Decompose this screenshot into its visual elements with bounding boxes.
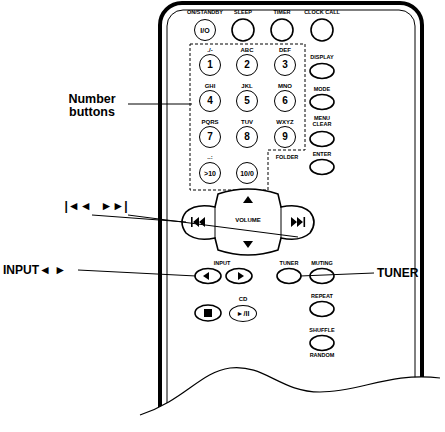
- input-right-button: [226, 269, 252, 284]
- button-caption: PQRS: [201, 119, 218, 125]
- button-label: 8: [244, 132, 250, 142]
- button-label: >10: [204, 170, 216, 177]
- menu-button: [310, 132, 334, 147]
- number-button: 10/0: [236, 162, 258, 184]
- play-pause-button: ►/II: [229, 305, 257, 322]
- button-caption: JKL: [241, 83, 252, 89]
- pad-divider: [281, 207, 282, 238]
- tuner-button: [277, 269, 301, 284]
- button-caption: ON/STANDBY: [187, 10, 223, 16]
- number-button: 2: [236, 54, 258, 76]
- button-caption: DEF: [279, 47, 291, 53]
- number-button: 7: [199, 126, 221, 148]
- stop-symbol: [204, 309, 212, 317]
- number-area-outline: [190, 44, 305, 190]
- button-label: 4: [207, 96, 213, 106]
- button-caption: MENU CLEAR: [308, 116, 336, 128]
- number-button: 9: [274, 126, 296, 148]
- shuffle-button: [310, 336, 334, 351]
- button-caption: GHI: [205, 83, 216, 89]
- display-button: [310, 64, 334, 79]
- number-button: 4: [199, 90, 221, 112]
- number-button: 5: [236, 90, 258, 112]
- button-caption: MUTING: [311, 261, 333, 267]
- muting-button: [310, 269, 334, 284]
- callout-label: |◄◄: [64, 200, 91, 213]
- callout-label: TUNER: [377, 267, 418, 280]
- button-caption: WXYZ: [276, 119, 293, 125]
- button-caption: ABC: [241, 47, 254, 53]
- button-label: 6: [282, 96, 288, 106]
- input-right-symbol: [238, 272, 244, 280]
- button-caption: TIMER: [273, 10, 290, 16]
- button-caption: SHUFFLE: [309, 328, 334, 334]
- button-label: 9: [282, 132, 288, 142]
- button-caption: TUV: [241, 119, 253, 125]
- mode-button: [310, 95, 334, 110]
- leader-line: [128, 215, 298, 237]
- skip-forward-symbol: [304, 217, 306, 227]
- button-caption: INPUT: [214, 261, 231, 267]
- button-label: 1: [207, 60, 213, 70]
- number-button: 1: [199, 54, 221, 76]
- leader-line: [300, 273, 374, 276]
- sleep-button: [232, 19, 254, 41]
- repeat-button: [310, 302, 334, 317]
- input-left-symbol: [203, 272, 209, 280]
- cut-edge: [140, 368, 440, 415]
- pad-divider: [215, 207, 216, 238]
- button-caption: SLEEP: [234, 10, 252, 16]
- button-caption: TUNER: [280, 261, 299, 267]
- volume-down-symbol: [243, 241, 253, 248]
- remote-body: [160, 3, 422, 432]
- button-label: 2: [244, 60, 250, 70]
- skip-back-symbol: [191, 217, 193, 227]
- button-label: 7: [207, 132, 213, 142]
- callout-label: ►►|: [100, 200, 127, 213]
- stop-button: [195, 305, 221, 321]
- leader-line: [78, 270, 196, 276]
- leader-line: [128, 104, 192, 105]
- volume-up-symbol: [243, 196, 253, 203]
- button-label: ►/II: [237, 310, 250, 317]
- button-caption: ./-: [207, 47, 212, 53]
- cut-away: [140, 368, 440, 432]
- button-caption: ENTER: [313, 152, 332, 158]
- button-label: I/O: [200, 27, 209, 34]
- number-button: 8: [236, 126, 258, 148]
- button-label: 5: [244, 96, 250, 106]
- callout-label: INPUT◄ ►: [3, 264, 66, 277]
- button-caption: MNO: [278, 83, 292, 89]
- number-button: 3: [274, 54, 296, 76]
- button-label: 3: [282, 60, 288, 70]
- number-button: 6: [274, 90, 296, 112]
- number-button: >10: [199, 162, 221, 184]
- enter-button: [310, 160, 334, 175]
- navigation-pad: [182, 189, 314, 255]
- button-caption: ..:: [207, 154, 212, 160]
- remote-face: [167, 10, 415, 432]
- clock-button: [311, 19, 333, 41]
- timer-button: [271, 19, 293, 41]
- callout-label: Number buttons: [61, 93, 123, 119]
- button-caption: RANDOM: [310, 353, 335, 359]
- button-caption: FOLDER: [276, 155, 299, 161]
- button-label: 10/0: [240, 170, 254, 177]
- skip-forward-symbol: [291, 217, 303, 227]
- button-caption: REPEAT: [311, 294, 333, 300]
- input-left-button: [195, 269, 221, 284]
- button-caption: MODE: [314, 87, 331, 93]
- button-caption: CLOCK CALL: [304, 10, 340, 16]
- button-caption: VOLUME: [235, 217, 261, 223]
- button-caption: DISPLAY: [310, 55, 333, 61]
- button-caption: CD: [239, 296, 248, 302]
- power-button: I/O: [194, 19, 216, 41]
- skip-back-symbol: [193, 217, 205, 227]
